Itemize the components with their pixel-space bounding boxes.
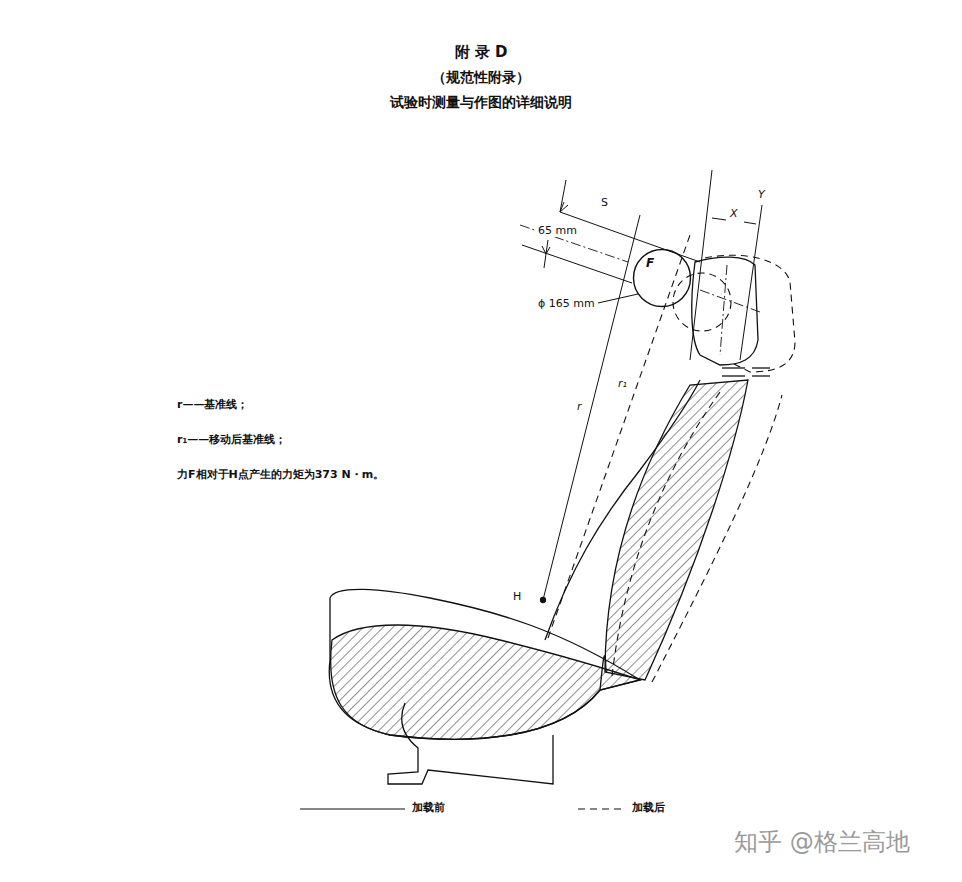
- watermark: 知乎 @格兰高地: [733, 828, 911, 857]
- note-text: r——基准线；: [176, 398, 249, 411]
- force-label: F: [646, 256, 654, 270]
- legend-text: 加载前: [412, 801, 445, 814]
- note-text: r₁——移动后基准线；: [176, 433, 287, 446]
- appendix-heading: 试验时测量与作图的详细说明: [389, 94, 573, 111]
- dimension-label: S: [600, 196, 609, 209]
- diameter-label: ϕ 165 mm: [537, 297, 596, 310]
- legend-text: 加载后: [632, 801, 665, 814]
- line-label: r₁: [617, 377, 628, 390]
- dimension-label: X: [729, 207, 739, 220]
- note-text: 力F相对于H点产生的力矩为373 N・m。: [176, 468, 385, 481]
- dimension-label: Y: [757, 188, 766, 201]
- dimension-label: 65 mm: [537, 224, 578, 237]
- appendix-subtitle: （规范性附录）: [431, 69, 531, 86]
- circle-outline: [632, 248, 692, 308]
- point-label: H: [512, 590, 522, 603]
- load-circle: F: [632, 248, 692, 308]
- appendix-title: 附 录 D: [455, 43, 508, 61]
- line-label: r: [576, 400, 583, 413]
